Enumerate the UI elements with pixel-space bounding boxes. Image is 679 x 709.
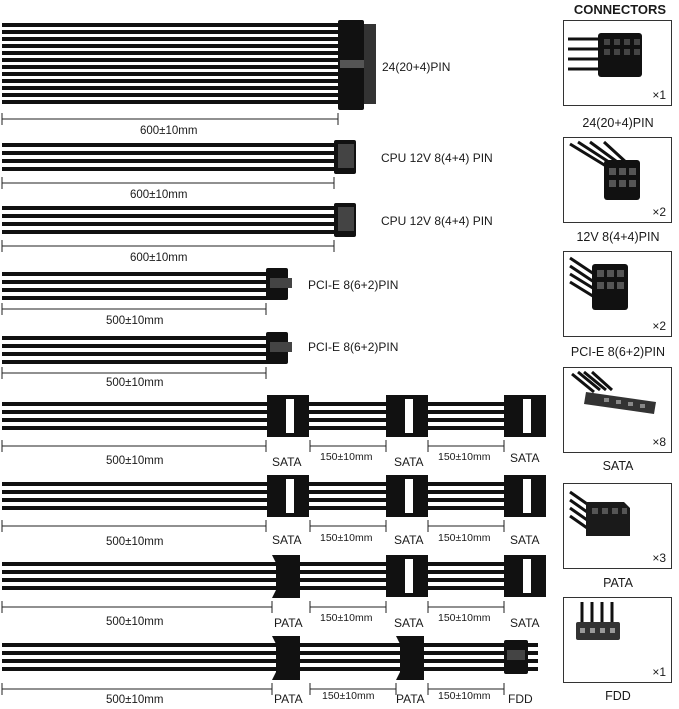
cable-3-length: 600±10mm <box>130 252 188 264</box>
connector-qty: ×2 <box>652 319 666 333</box>
atx-24pin-connector-icon <box>568 33 642 77</box>
connector-qty: ×2 <box>652 205 666 219</box>
connector-name: FDD <box>605 689 631 703</box>
cable-8-conn-3: SATA <box>510 616 540 630</box>
sata-connector-icon <box>571 370 656 414</box>
cable-9-conn-3: FDD <box>508 692 533 706</box>
cable-8-conn-2: SATA <box>394 616 424 630</box>
connector-card-fdd: ×1 <box>563 597 672 683</box>
pata-molex-connector-icon <box>569 490 630 536</box>
connector-qty: ×8 <box>652 435 666 449</box>
cable-9-conn-1: PATA <box>274 692 303 706</box>
connector-name: SATA <box>602 459 634 473</box>
cable-5-length: 500±10mm <box>106 377 164 389</box>
cable-7-length: 500±10mm <box>106 536 164 548</box>
cable-8-length: 500±10mm <box>106 616 164 628</box>
cable-9-segment-2: 150±10mm <box>438 690 491 702</box>
cable-pcie-b <box>2 332 292 364</box>
connector-name: PATA <box>603 576 633 590</box>
cable-9-segment-1: 150±10mm <box>322 690 375 702</box>
cable-6-segment-1: 150±10mm <box>320 451 373 463</box>
cpu-8pin-connector-icon <box>569 140 640 200</box>
cable-4-label: PCI-E 8(6+2)PIN <box>308 278 399 292</box>
cable-pata-fdd <box>2 636 538 680</box>
connector-card-pata: ×3 <box>563 483 672 569</box>
connector-card-cpu: ×2 <box>563 137 672 223</box>
cable-7-conn-3: SATA <box>510 533 540 547</box>
cable-9-conn-2: PATA <box>396 692 425 706</box>
cable-cpu-8pin-a <box>2 140 356 174</box>
cable-6-length: 500±10mm <box>106 455 164 467</box>
cable-1-label: 24(20+4)PIN <box>382 60 451 74</box>
cable-6-conn-2: SATA <box>394 455 424 469</box>
cable-7-segment-2: 150±10mm <box>438 532 491 544</box>
cable-7-conn-1: SATA <box>272 533 302 547</box>
cable-1-length: 600±10mm <box>140 125 198 137</box>
cable-4-length: 500±10mm <box>106 315 164 327</box>
connector-name: PCI-E 8(6+2)PIN <box>570 345 666 359</box>
cable-cpu-8pin-b <box>2 203 356 237</box>
cable-8-segment-2: 150±10mm <box>438 612 491 624</box>
connector-name: 12V 8(4+4)PIN <box>576 230 660 244</box>
cable-sata-b <box>2 475 546 517</box>
cable-2-label: CPU 12V 8(4+4) PIN <box>381 151 493 165</box>
cable-6-conn-3: SATA <box>510 451 540 465</box>
cable-8-segment-1: 150±10mm <box>320 612 373 624</box>
cable-3-label: CPU 12V 8(4+4) PIN <box>381 214 493 228</box>
connector-qty: ×1 <box>652 88 666 102</box>
cable-7-conn-2: SATA <box>394 533 424 547</box>
cable-24pin <box>2 20 376 110</box>
connectors-title: CONNECTORS <box>573 2 667 17</box>
fdd-connector-icon <box>576 602 620 640</box>
connector-card-24pin: ×1 <box>563 20 672 106</box>
connector-card-sata: ×8 <box>563 367 672 453</box>
connector-name: 24(20+4)PIN <box>582 116 654 130</box>
cable-sata-a <box>2 395 546 437</box>
connector-qty: ×3 <box>652 551 666 565</box>
pcie-8pin-connector-icon <box>569 256 628 310</box>
cable-2-length: 600±10mm <box>130 189 188 201</box>
connector-card-pcie: ×2 <box>563 251 672 337</box>
connector-qty: ×1 <box>652 665 666 679</box>
cable-pcie-a <box>2 268 292 300</box>
cable-9-length: 500±10mm <box>106 694 164 706</box>
cable-6-segment-2: 150±10mm <box>438 451 491 463</box>
cable-diagram <box>1 20 546 695</box>
cable-8-conn-1: PATA <box>274 616 303 630</box>
cable-5-label: PCI-E 8(6+2)PIN <box>308 340 399 354</box>
cable-7-segment-1: 150±10mm <box>320 532 373 544</box>
cable-pata-sata <box>2 555 546 598</box>
cable-6-conn-1: SATA <box>272 455 302 469</box>
